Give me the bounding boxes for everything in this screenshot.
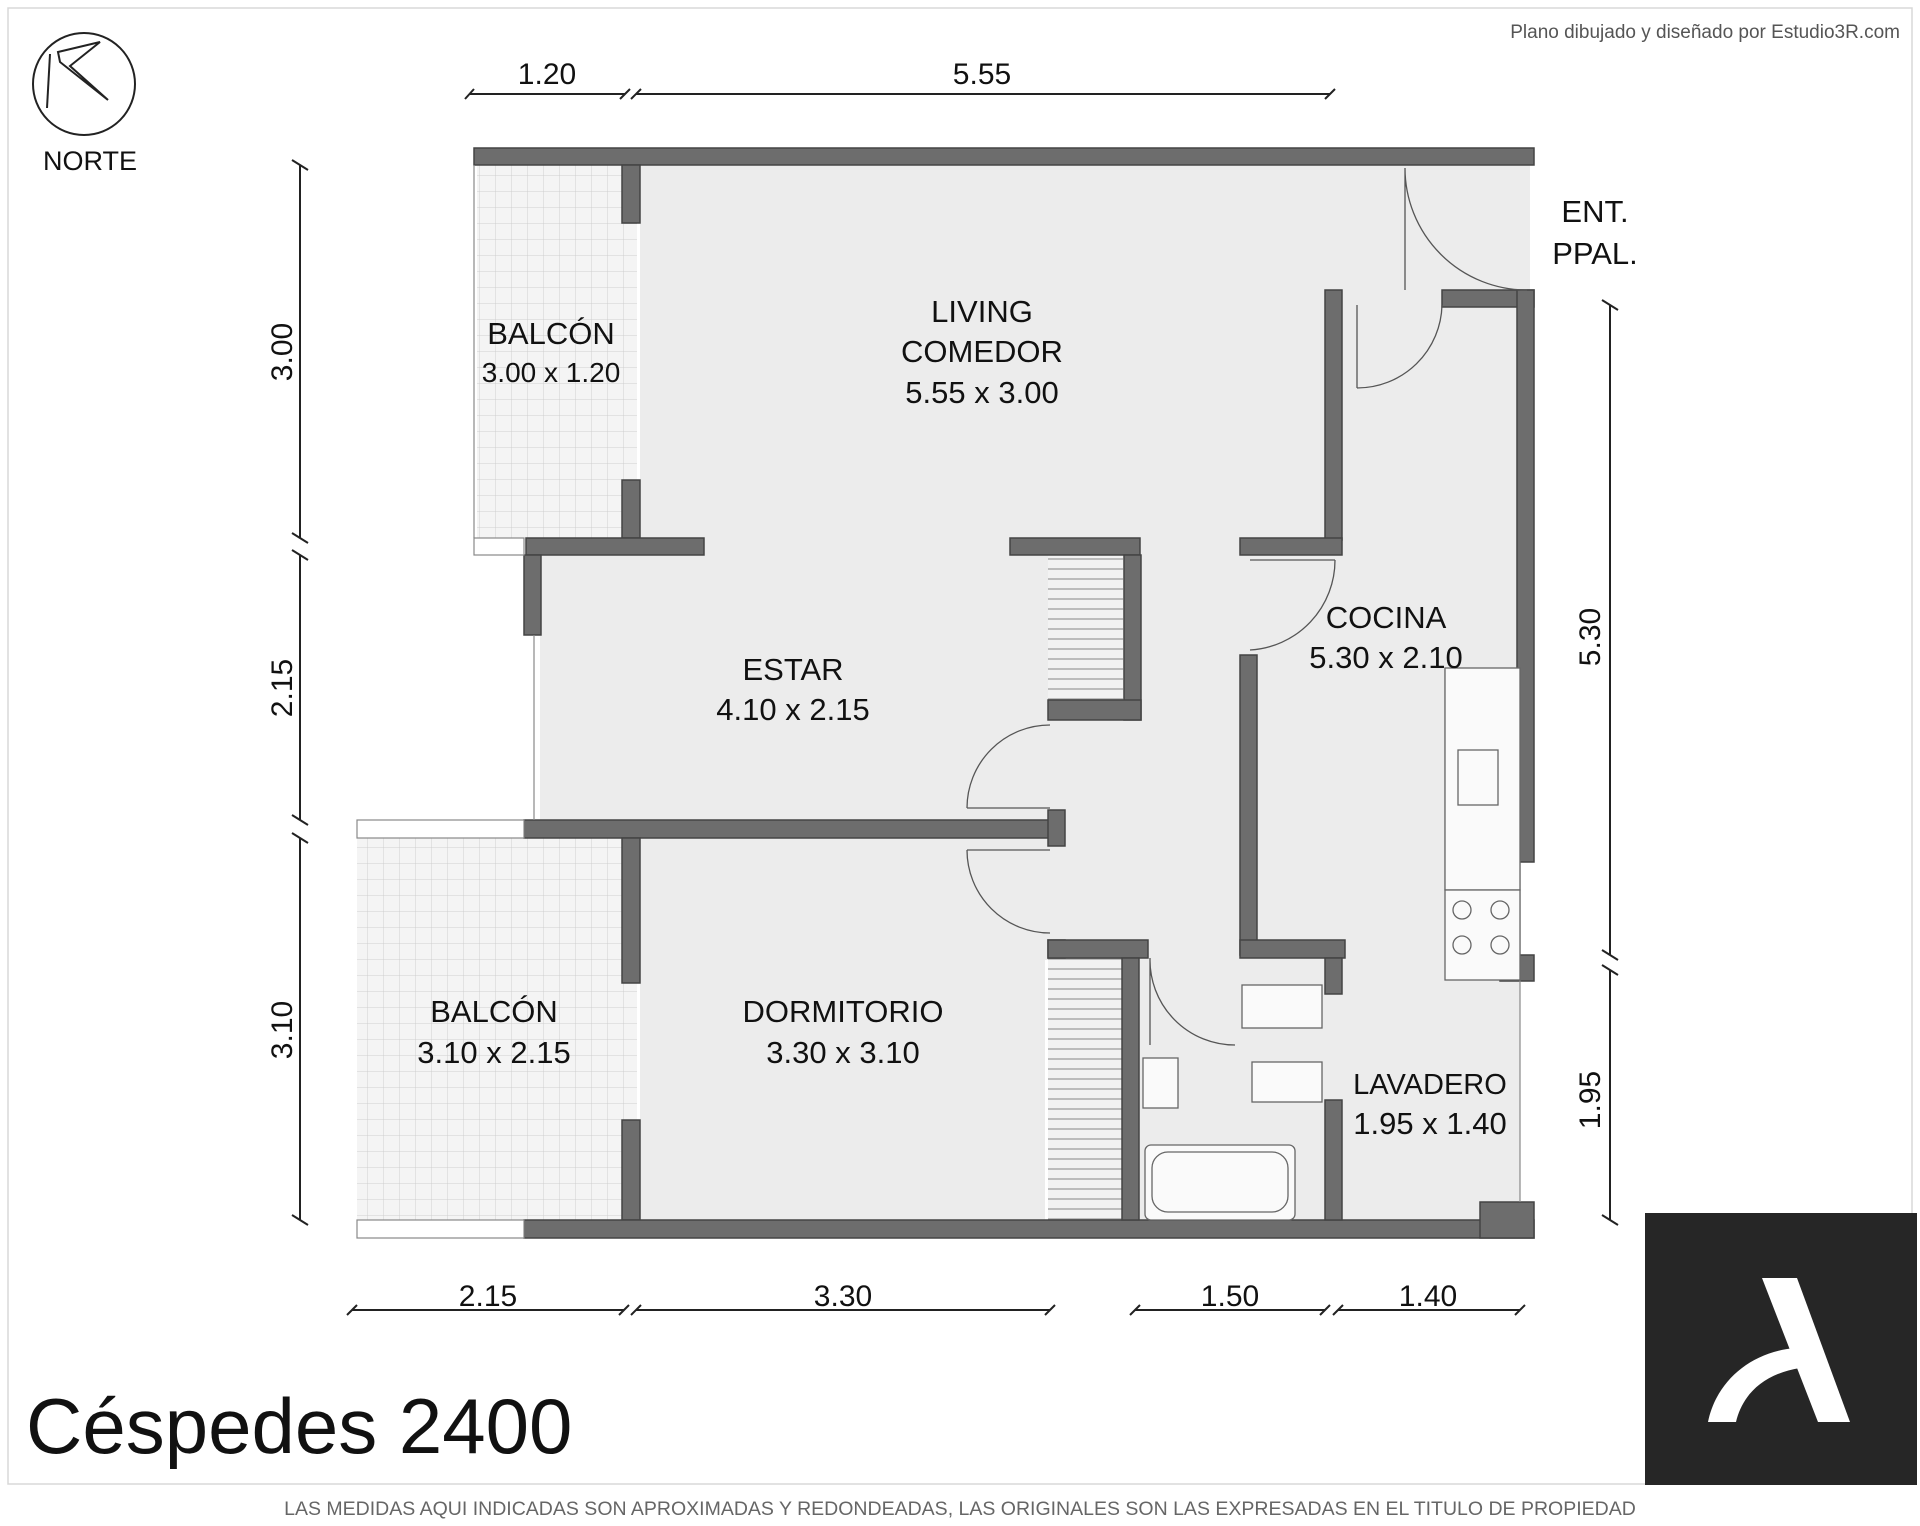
railings (356, 165, 1521, 1239)
walls (473, 147, 1535, 1239)
dim-right-2: 1.95 (1574, 1071, 1607, 1129)
room-cocina-name: COCINA (1326, 600, 1447, 635)
balcony-top-tiles (477, 165, 637, 538)
entrance-label-2: PPAL. (1552, 236, 1638, 271)
page-border (7, 7, 1913, 1485)
lambda-logo-icon (1645, 1213, 1917, 1485)
room-estar-size: 4.10 x 2.15 (716, 692, 869, 727)
dim-left-1: 3.00 (266, 323, 299, 381)
dim-right-1: 5.30 (1574, 608, 1607, 666)
dim-bottom-1: 2.15 (459, 1280, 517, 1313)
dim-left-2: 2.15 (266, 659, 299, 717)
credit-text: Plano dibujado y diseñado por Estudio3R.… (1510, 22, 1900, 43)
room-living-name-2: COMEDOR (901, 334, 1063, 369)
dim-bottom-3: 1.50 (1201, 1280, 1259, 1313)
room-balcon-bottom-size: 3.10 x 2.15 (417, 1035, 570, 1070)
room-lavadero-size: 1.95 x 1.40 (1353, 1106, 1506, 1141)
bidet-icon (1251, 1061, 1323, 1103)
room-balcon-top-size: 3.00 x 1.20 (482, 357, 621, 388)
dimension-lines (291, 88, 1619, 1316)
page-title: Céspedes 2400 (26, 1382, 572, 1470)
stove-burner-icon (1452, 900, 1472, 920)
dim-top-1: 1.20 (518, 58, 576, 91)
room-dormitorio-size: 3.30 x 3.10 (766, 1035, 919, 1070)
room-living-size: 5.55 x 3.00 (905, 375, 1058, 410)
dim-top-2: 5.55 (953, 58, 1011, 91)
room-dormitorio-name: DORMITORIO (743, 994, 944, 1029)
room-balcon-bottom-name: BALCÓN (430, 994, 557, 1029)
north-compass-icon (32, 32, 136, 136)
room-living-name-1: LIVING (931, 294, 1033, 329)
washbasin-icon (1142, 1057, 1179, 1109)
room-cocina-size: 5.30 x 2.10 (1309, 640, 1462, 675)
room-estar-name: ESTAR (742, 652, 843, 687)
stairs-lower (1048, 958, 1123, 1220)
balcony-bottom-tiles (357, 838, 637, 1220)
dim-left-3: 3.10 (266, 1001, 299, 1059)
dim-bottom-4: 1.40 (1399, 1280, 1457, 1313)
kitchen-sink-icon (1457, 749, 1499, 806)
dim-bottom-2: 3.30 (814, 1280, 872, 1313)
entrance-label-1: ENT. (1561, 194, 1628, 229)
room-lavadero-name: LAVADERO (1353, 1069, 1507, 1101)
stairs-upper (1048, 555, 1123, 700)
compass-label: NORTE (43, 146, 137, 176)
fixtures (1142, 667, 1521, 1221)
toilet-icon (1241, 984, 1323, 1029)
room-balcon-top-name: BALCÓN (487, 316, 614, 351)
disclaimer-text: LAS MEDIDAS AQUI INDICADAS SON APROXIMAD… (284, 1498, 1636, 1520)
doors (966, 167, 1528, 1046)
